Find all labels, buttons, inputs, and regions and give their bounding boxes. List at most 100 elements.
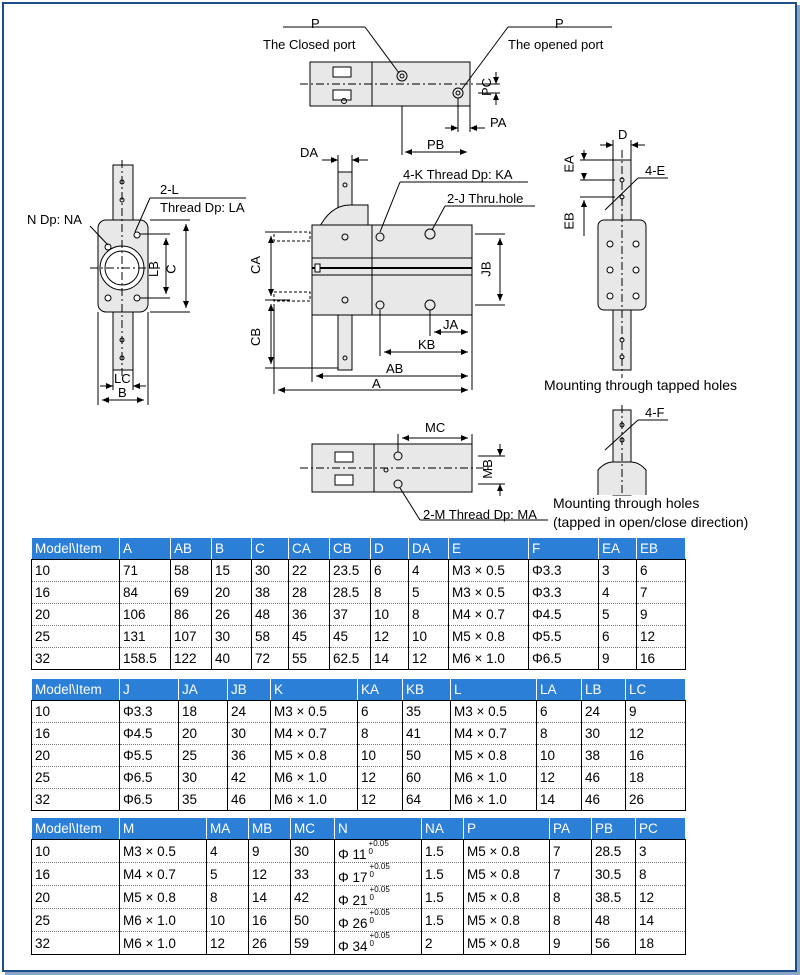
header-cell: LC <box>625 678 686 701</box>
table-cell: 32 <box>31 931 120 955</box>
caption-mount-holes: Mounting through holes <box>553 495 700 511</box>
table-cell: 26 <box>248 931 291 955</box>
table-cell: 28 <box>288 581 330 604</box>
table-cell: 30 <box>251 559 289 582</box>
diameter-value: Φ 21 <box>338 893 368 908</box>
table-cell: M5 × 0.8 <box>463 931 550 955</box>
table-cell: 9 <box>248 839 291 863</box>
table-cell: 12 <box>636 625 686 648</box>
table-cell: 41 <box>402 722 451 745</box>
header-cell: Model\Item <box>31 537 120 560</box>
header-cell: D <box>370 537 409 560</box>
spec-table-3: Model\Item M MA MB MC N NA P PA PB PC 10… <box>31 817 686 955</box>
table-cell: 158.5 <box>119 647 171 670</box>
header-cell: PC <box>635 817 686 840</box>
table-cell: 62.5 <box>329 647 371 670</box>
table-cell: 18 <box>635 931 686 955</box>
label-ea: EA <box>561 155 577 173</box>
table-cell: 12 <box>357 788 403 811</box>
header-cell: M <box>119 817 207 840</box>
table-cell: 24 <box>227 700 271 723</box>
technical-drawing <box>89 26 668 521</box>
header-cell: P <box>463 817 550 840</box>
table-cell: 3 <box>598 559 637 582</box>
table-cell: 28.5 <box>591 839 636 863</box>
table-cell: 46 <box>581 788 626 811</box>
mount-tapped-view <box>580 140 668 378</box>
table-cell: M5 × 0.8 <box>448 625 529 648</box>
label-n-na: N Dp: NA <box>27 212 82 227</box>
header-cell: N <box>334 817 422 840</box>
header-cell: KA <box>357 678 403 701</box>
label-c: C <box>163 264 179 274</box>
table-cell: 30.5 <box>591 862 636 886</box>
table-cell: 8 <box>357 722 403 745</box>
table-cell: 10 <box>370 603 409 626</box>
table-cell: 15 <box>211 559 252 582</box>
label-lc: LC <box>114 371 131 386</box>
header-cell: MA <box>206 817 249 840</box>
table-cell: 84 <box>119 581 171 604</box>
table-cell: 107 <box>170 625 212 648</box>
table-cell: 8 <box>370 581 409 604</box>
table-cell: 60 <box>402 766 451 789</box>
table-cell: 12 <box>357 766 403 789</box>
header-cell: B <box>211 537 252 560</box>
header-cell: EA <box>598 537 637 560</box>
table-cell: 37 <box>329 603 371 626</box>
table-cell: 6 <box>370 559 409 582</box>
header-cell: A <box>119 537 171 560</box>
table-cell: M3 × 0.5 <box>448 559 529 582</box>
header-cell: C <box>251 537 289 560</box>
label-jb: JB <box>478 261 494 277</box>
diameter-value: Φ 17 <box>338 870 368 885</box>
diameter-value: Φ 11 <box>338 847 367 862</box>
table-cell: M3 × 0.5 <box>448 581 529 604</box>
table-cell: 8 <box>206 885 249 909</box>
table-cell: 25 <box>31 766 120 789</box>
header-cell: NA <box>421 817 464 840</box>
table-cell: 8 <box>408 603 449 626</box>
label-kb: KB <box>418 337 436 352</box>
table-cell: 10 <box>206 908 249 932</box>
table-cell: 106 <box>119 603 171 626</box>
label-pa: PA <box>490 115 507 130</box>
header-cell: CA <box>288 537 330 560</box>
table-cell: 2 <box>421 931 464 955</box>
table-cell: 32 <box>31 788 120 811</box>
header-cell: Model\Item <box>31 817 120 840</box>
label-cb: CB <box>248 327 264 347</box>
label-4-e: 4-E <box>645 163 666 178</box>
table-cell: 4 <box>408 559 449 582</box>
header-cell: LB <box>581 678 626 701</box>
table-cell: 55 <box>288 647 330 670</box>
table-cell: Φ3.3 <box>119 700 179 723</box>
table-cell: 30 <box>227 722 271 745</box>
table-cell: 20 <box>31 603 120 626</box>
table-cell: 12 <box>248 862 291 886</box>
table-cell: Φ4.5 <box>528 603 599 626</box>
table-cell: M5 × 0.8 <box>463 885 550 909</box>
table-cell: 48 <box>591 908 636 932</box>
table-cell: Φ4.5 <box>119 722 179 745</box>
table-cell: 12 <box>206 931 249 955</box>
table-cell: 16 <box>625 744 686 767</box>
table-cell: 10 <box>357 744 403 767</box>
table-cell: 20 <box>211 581 252 604</box>
table-cell: M6 × 1.0 <box>270 788 358 811</box>
table-cell: Φ6.5 <box>119 788 179 811</box>
table-cell: M6 × 1.0 <box>119 931 207 955</box>
diameter-value: Φ 34 <box>338 939 368 954</box>
table-cell: 23.5 <box>329 559 371 582</box>
table-cell: 16 <box>31 581 120 604</box>
table-cell: 6 <box>536 700 582 723</box>
table-cell: M5 × 0.8 <box>463 908 550 932</box>
